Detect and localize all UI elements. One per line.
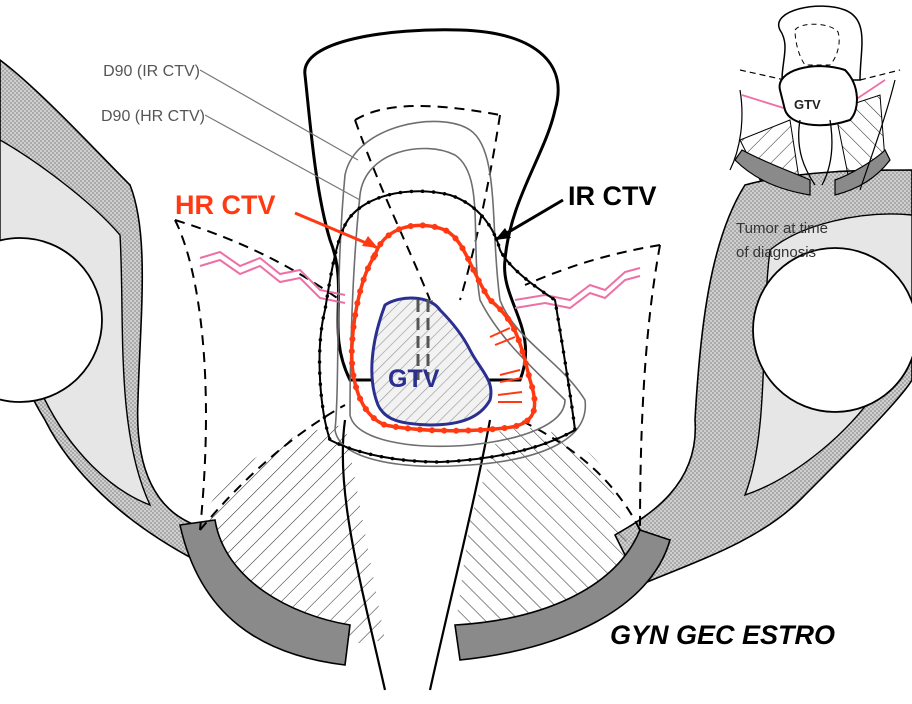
gtv-label: GTV: [388, 365, 440, 393]
inset-gtv-label: GTV: [794, 97, 821, 112]
d90-hr-ctv-label: D90 (HR CTV): [101, 108, 205, 125]
inset-caption-line1: Tumor at time: [736, 220, 828, 237]
right-femoral-head: [753, 248, 912, 412]
left-pelvic-bone: [0, 60, 215, 560]
right-parametrium-band: [515, 268, 640, 308]
hr-ctv-label: HR CTV: [175, 190, 276, 220]
inset-caption-line2: of diagnosis: [736, 244, 816, 261]
credit-label: GYN GEC ESTRO: [610, 620, 835, 650]
ir-ctv-label: IR CTV: [568, 181, 657, 211]
leader-lines: [200, 70, 563, 248]
d90-ir-ctv-label: D90 (IR CTV): [103, 63, 200, 80]
gtv-contour: [372, 298, 491, 425]
